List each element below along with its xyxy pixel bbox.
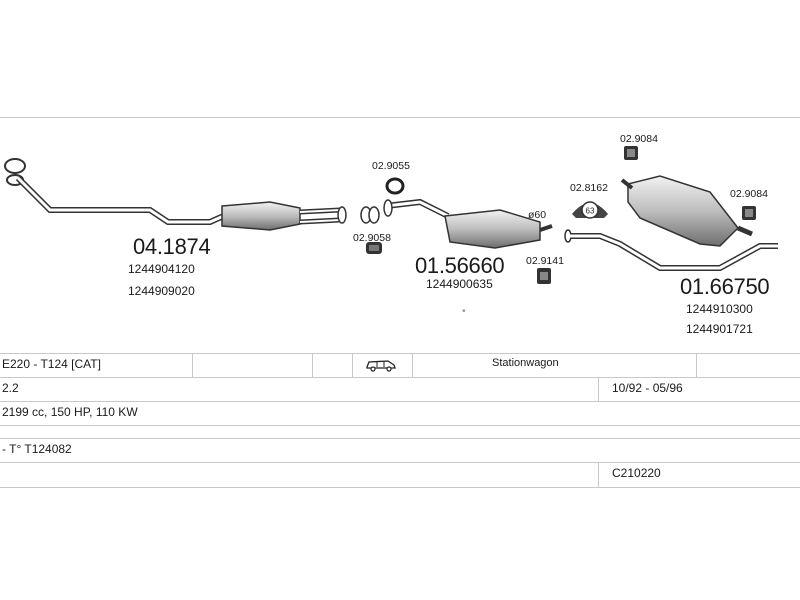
rear-silencer-part-number: 01.66750 bbox=[680, 274, 770, 299]
rubber-mount-02-9084-top-icon[interactable] bbox=[624, 146, 638, 160]
part-number-02-8162: 02.8162 bbox=[570, 182, 608, 194]
table-row-model: E220 - T124 [CAT] Stationwagon bbox=[0, 353, 800, 378]
top-rule bbox=[0, 117, 800, 118]
col-divider bbox=[192, 354, 193, 378]
table-row-engine: 2.2 10/92 - 05/96 bbox=[0, 377, 800, 402]
col-divider bbox=[598, 378, 599, 402]
exhaust-diagram: 63 bbox=[4, 146, 778, 284]
part-number-02-9141: 02.9141 bbox=[526, 255, 564, 267]
dot-marker: • bbox=[462, 305, 466, 317]
station-wagon-car-icon bbox=[366, 358, 396, 375]
middle-silencer-part-number: 01.56660 bbox=[415, 253, 505, 278]
middle-silencer-oem-1: 1244900635 bbox=[426, 277, 493, 291]
body-type-cell: Stationwagon bbox=[492, 357, 559, 369]
front-pipe-part-number: 04.1874 bbox=[133, 234, 211, 259]
type-cell: - T° T124082 bbox=[2, 442, 72, 456]
part-number-02-9084-right: 02.9084 bbox=[730, 188, 768, 200]
pipe-connector-icon[interactable] bbox=[360, 206, 380, 224]
table-row-spec: 2199 cc, 150 HP, 110 KW bbox=[0, 401, 800, 426]
col-divider bbox=[598, 463, 599, 487]
front-pipe-oem-2: 1244909020 bbox=[128, 284, 195, 298]
vehicle-info-table: E220 - T124 [CAT] Stationwagon 2.2 10/92… bbox=[0, 353, 800, 488]
code-cell: C210220 bbox=[612, 466, 661, 480]
hanger-02-9141-icon[interactable] bbox=[537, 268, 551, 284]
table-row-spacer bbox=[0, 425, 800, 439]
col-divider bbox=[352, 354, 353, 378]
clamp-size-label: 63 bbox=[586, 207, 595, 216]
clamp-02-8162-icon[interactable]: 63 bbox=[572, 201, 608, 219]
diameter-label: ø60 bbox=[528, 209, 547, 221]
years-cell: 10/92 - 05/96 bbox=[612, 381, 683, 395]
col-divider bbox=[312, 354, 313, 378]
rubber-mount-02-9084-right-icon[interactable] bbox=[742, 206, 756, 220]
front-pipe-oem-1: 1244904120 bbox=[128, 262, 195, 276]
spec-cell: 2199 cc, 150 HP, 110 KW bbox=[2, 405, 138, 419]
rear-silencer-oem-1: 1244910300 bbox=[686, 302, 753, 316]
part-number-02-9055: 02.9055 bbox=[372, 160, 410, 172]
rubber-mount-02-9058-icon[interactable] bbox=[366, 242, 382, 254]
front-pipe-part[interactable] bbox=[4, 158, 347, 231]
gasket-02-9055-icon[interactable] bbox=[385, 177, 405, 195]
col-divider bbox=[412, 354, 413, 378]
col-divider bbox=[696, 354, 697, 378]
part-number-02-9084-top: 02.9084 bbox=[620, 133, 658, 145]
part-number-02-9058: 02.9058 bbox=[353, 232, 391, 244]
middle-silencer-part[interactable] bbox=[383, 198, 553, 249]
model-cell: E220 - T124 [CAT] bbox=[2, 357, 101, 371]
rear-silencer-oem-2: 1244901721 bbox=[686, 322, 753, 336]
table-row-code: C210220 bbox=[0, 462, 800, 488]
table-row-type: - T° T124082 bbox=[0, 438, 800, 463]
engine-cell: 2.2 bbox=[2, 381, 19, 395]
rear-silencer-part[interactable] bbox=[564, 175, 778, 271]
